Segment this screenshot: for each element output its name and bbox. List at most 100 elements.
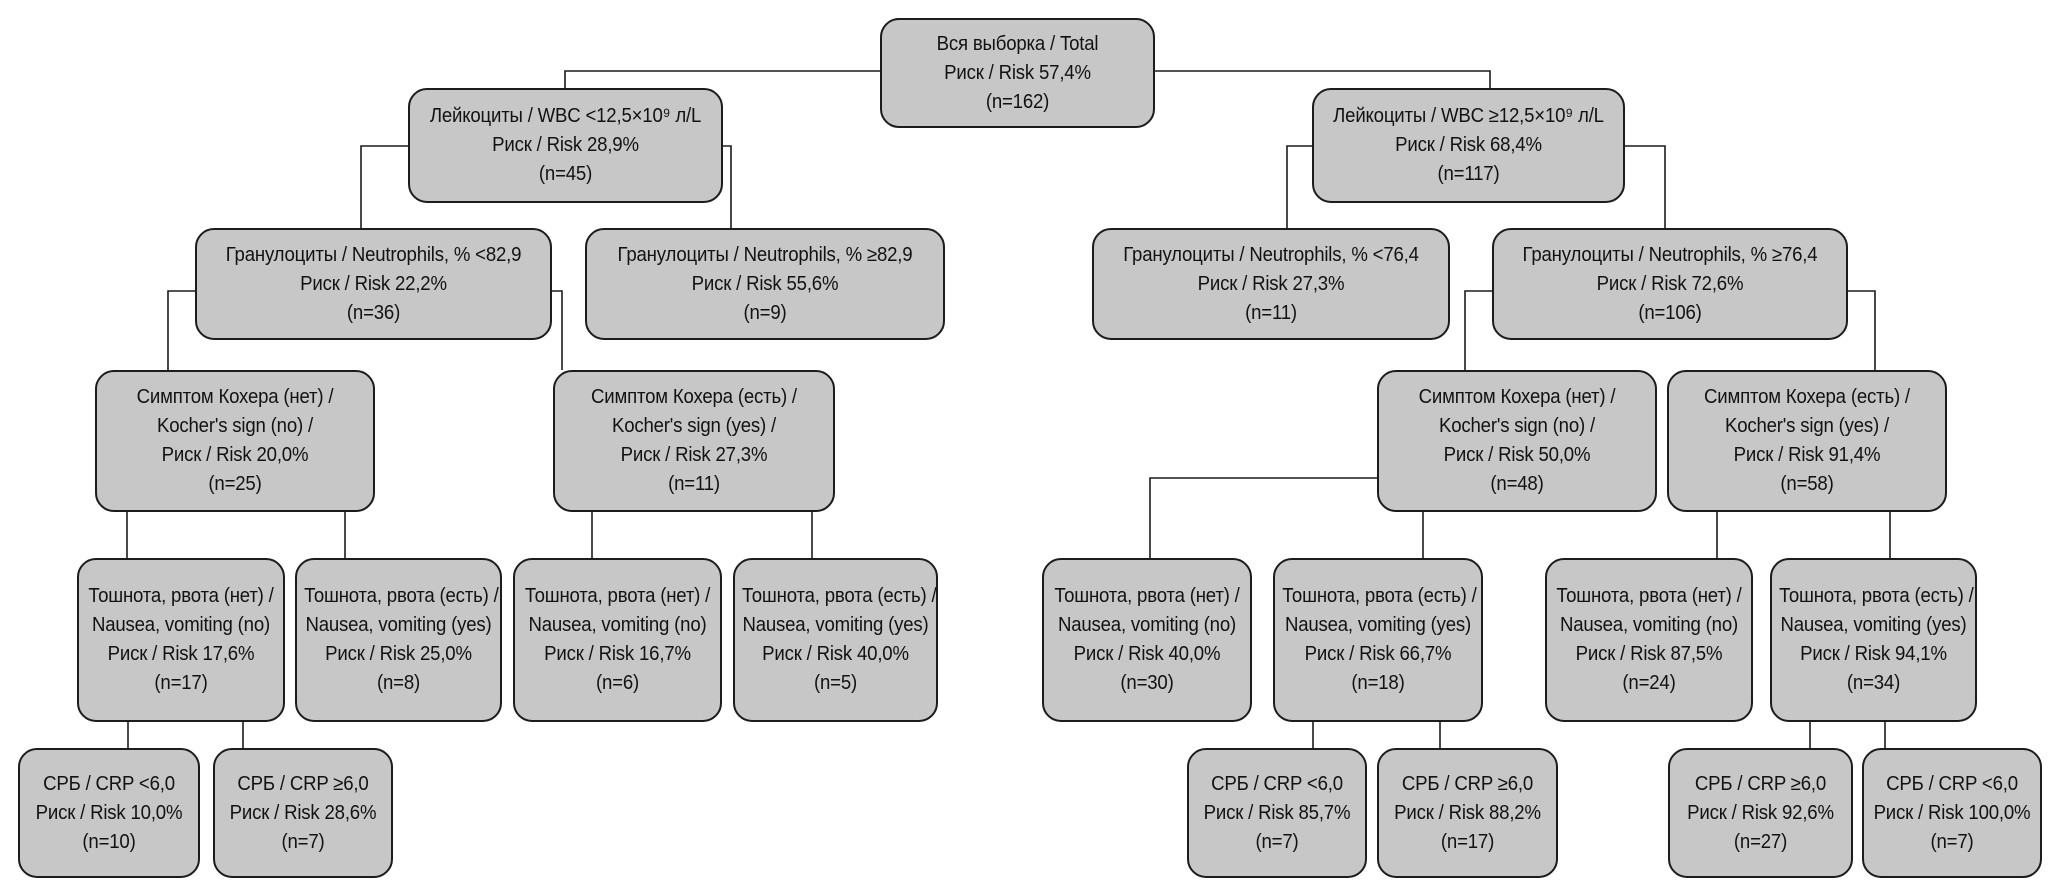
node-text: Гранулоциты / Neutrophils, % <76,4 Риск … [1106, 241, 1435, 328]
node-condition: СРБ / CRP <6,0 [43, 772, 175, 795]
node-text: Гранулоциты / Neutrophils, % ≥82,9 Риск … [599, 241, 930, 328]
tree-node-neutrophils-low-right: Гранулоциты / Neutrophils, % <76,4 Риск … [1092, 228, 1450, 340]
tree-node-nausea-no-n6: Тошнота, рвота (нет) / Nausea, vomiting … [513, 558, 722, 722]
node-risk: Риск / Risk 25,0% [325, 643, 472, 665]
node-text: Тошнота, рвота (есть) / Nausea, vomiting… [304, 582, 499, 698]
node-count: (n=6) [595, 672, 640, 694]
node-condition: Гранулоциты / Neutrophils, % ≥82,9 [617, 243, 913, 266]
node-text: Симптом Кохера (есть) / Kocher's sign (y… [1679, 383, 1936, 499]
node-condition: СРБ / CRP <6,0 [1886, 772, 2018, 795]
tree-node-crp-low-n7: СРБ / CRP <6,0 Риск / Risk 85,7% (n=7) [1187, 748, 1367, 878]
tree-node-nausea-yes-n34: Тошнота, рвота (есть) / Nausea, vomiting… [1770, 558, 1977, 722]
node-count: (n=7) [1255, 830, 1299, 853]
tree-node-crp-low-n7b: СРБ / CRP <6,0 Риск / Risk 100,0% (n=7) [1862, 748, 2042, 878]
node-count: (n=27) [1733, 830, 1788, 853]
connector-line [723, 145, 732, 228]
node-text: Вся выборка / Total Риск / Risk 57,4% (n… [891, 30, 1143, 117]
node-condition-ru: Тошнота, рвота (есть) / [1779, 585, 1974, 607]
node-risk: Риск / Risk 55,6% [691, 272, 839, 295]
node-text: Лейкоциты / WBC <12,5×10⁹ л/L Риск / Ris… [421, 102, 710, 189]
node-text: Лейкоциты / WBC ≥12,5×10⁹ л/L Риск / Ris… [1325, 102, 1612, 189]
node-condition-ru: Симптом Кохера (нет) / [1418, 386, 1616, 408]
node-risk: Риск / Risk 72,6% [1596, 272, 1744, 295]
node-risk: Риск / Risk 57,4% [944, 61, 1091, 84]
node-condition: Вся выборка / Total [936, 32, 1099, 55]
connector-line [167, 290, 195, 370]
node-text: СРБ / CRP <6,0 Риск / Risk 100,0% (n=7) [1870, 770, 2034, 857]
node-condition-ru: Тошнота, рвота (есть) / [304, 585, 499, 607]
node-text: Симптом Кохера (есть) / Kocher's sign (y… [565, 383, 824, 499]
node-risk: Риск / Risk 50,0% [1443, 444, 1591, 466]
node-text: Симптом Кохера (нет) / Kocher's sign (no… [1389, 383, 1646, 499]
node-condition-en: Kocher's sign (no) / [157, 415, 313, 437]
node-condition: Лейкоциты / WBC ≥12,5×10⁹ л/L [1333, 105, 1604, 127]
connector-line [1149, 477, 1377, 558]
node-condition-en: Kocher's sign (yes) / [611, 415, 776, 437]
tree-node-nausea-no-n24: Тошнота, рвота (нет) / Nausea, vomiting … [1545, 558, 1753, 722]
connector-line [1464, 290, 1492, 370]
tree-node-kocher-no-n25: Симптом Кохера (нет) / Kocher's sign (no… [95, 370, 375, 512]
node-risk: Риск / Risk 100,0% [1873, 801, 2031, 824]
node-condition-en: Nausea, vomiting (yes) [1284, 614, 1472, 636]
node-condition-ru: Симптом Кохера (нет) / [136, 386, 334, 408]
node-condition: СРБ / CRP <6,0 [1211, 772, 1343, 795]
node-text: Тошнота, рвота (есть) / Nausea, vomiting… [1779, 582, 1974, 698]
node-risk: Риск / Risk 91,4% [1733, 444, 1881, 466]
node-risk: Риск / Risk 87,5% [1575, 643, 1723, 665]
node-risk: Риск / Risk 68,4% [1395, 134, 1542, 156]
node-condition-ru: Тошнота, рвота (есть) / [742, 585, 937, 607]
tree-node-total: Вся выборка / Total Риск / Risk 57,4% (n… [880, 18, 1155, 128]
node-risk: Риск / Risk 10,0% [35, 801, 183, 824]
node-count: (n=7) [281, 830, 325, 853]
node-text: Гранулоциты / Neutrophils, % ≥76,4 Риск … [1506, 241, 1833, 328]
node-text: Симптом Кохера (нет) / Kocher's sign (no… [107, 383, 364, 499]
node-count: (n=34) [1846, 672, 1901, 694]
tree-node-kocher-yes-n11: Симптом Кохера (есть) / Kocher's sign (y… [553, 370, 835, 512]
node-text: Тошнота, рвота (нет) / Nausea, vomiting … [1051, 582, 1243, 698]
node-condition-ru: Тошнота, рвота (нет) / [1054, 585, 1240, 607]
connector-line [360, 145, 408, 228]
connector-line [1625, 145, 1666, 228]
node-count: (n=17) [1440, 830, 1495, 853]
node-text: СРБ / CRP ≥6,0 Риск / Risk 92,6% (n=27) [1676, 770, 1844, 857]
node-risk: Риск / Risk 94,1% [1800, 643, 1947, 665]
node-text: Тошнота, рвота (нет) / Nausea, vomiting … [86, 582, 276, 698]
node-count: (n=25) [208, 473, 262, 495]
tree-node-neutrophils-low-left: Гранулоциты / Neutrophils, % <82,9 Риск … [195, 228, 552, 340]
node-risk: Риск / Risk 66,7% [1304, 643, 1452, 665]
node-condition: Лейкоциты / WBC <12,5×10⁹ л/L [429, 105, 702, 127]
node-risk: Риск / Risk 40,0% [762, 643, 909, 665]
node-risk: Риск / Risk 20,0% [161, 444, 309, 466]
node-condition-ru: Тошнота, рвота (нет) / [524, 585, 711, 607]
connector-line [1155, 70, 1491, 88]
node-text: Тошнота, рвота (есть) / Nausea, vomiting… [1282, 582, 1477, 698]
node-text: Тошнота, рвота (есть) / Nausea, vomiting… [742, 582, 937, 698]
node-count: (n=10) [82, 830, 136, 853]
node-count: (n=9) [743, 301, 787, 324]
node-condition: Гранулоциты / Neutrophils, % <82,9 [225, 243, 522, 266]
node-condition-en: Kocher's sign (no) / [1439, 415, 1595, 437]
node-condition-en: Nausea, vomiting (yes) [742, 614, 929, 636]
node-count: (n=36) [346, 301, 401, 324]
node-condition-ru: Тошнота, рвота (есть) / [1282, 585, 1477, 607]
node-count: (n=24) [1622, 672, 1676, 694]
tree-node-crp-low-n10: СРБ / CRP <6,0 Риск / Risk 10,0% (n=10) [18, 748, 200, 878]
tree-node-nausea-no-n17: Тошнота, рвота (нет) / Nausea, vomiting … [77, 558, 285, 722]
node-condition: Гранулоциты / Neutrophils, % <76,4 [1123, 243, 1419, 266]
node-text: СРБ / CRP <6,0 Риск / Risk 10,0% (n=10) [26, 770, 192, 857]
node-risk: Риск / Risk 40,0% [1073, 643, 1221, 665]
tree-node-nausea-yes-n8: Тошнота, рвота (есть) / Nausea, vomiting… [295, 558, 502, 722]
node-condition-ru: Тошнота, рвота (нет) / [1556, 585, 1742, 607]
node-condition: СРБ / CRP ≥6,0 [1401, 772, 1534, 795]
node-count: (n=106) [1638, 301, 1702, 324]
node-text: СРБ / CRP ≥6,0 Риск / Risk 28,6% (n=7) [221, 770, 385, 857]
node-risk: Риск / Risk 27,3% [620, 444, 768, 466]
tree-node-nausea-no-n30: Тошнота, рвота (нет) / Nausea, vomiting … [1042, 558, 1252, 722]
node-count: (n=18) [1351, 672, 1405, 694]
node-risk: Риск / Risk 88,2% [1394, 801, 1541, 824]
tree-node-kocher-no-n48: Симптом Кохера (нет) / Kocher's sign (no… [1377, 370, 1657, 512]
node-condition-en: Nausea, vomiting (no) [1057, 614, 1237, 636]
tree-node-nausea-yes-n5: Тошнота, рвота (есть) / Nausea, vomiting… [733, 558, 938, 722]
